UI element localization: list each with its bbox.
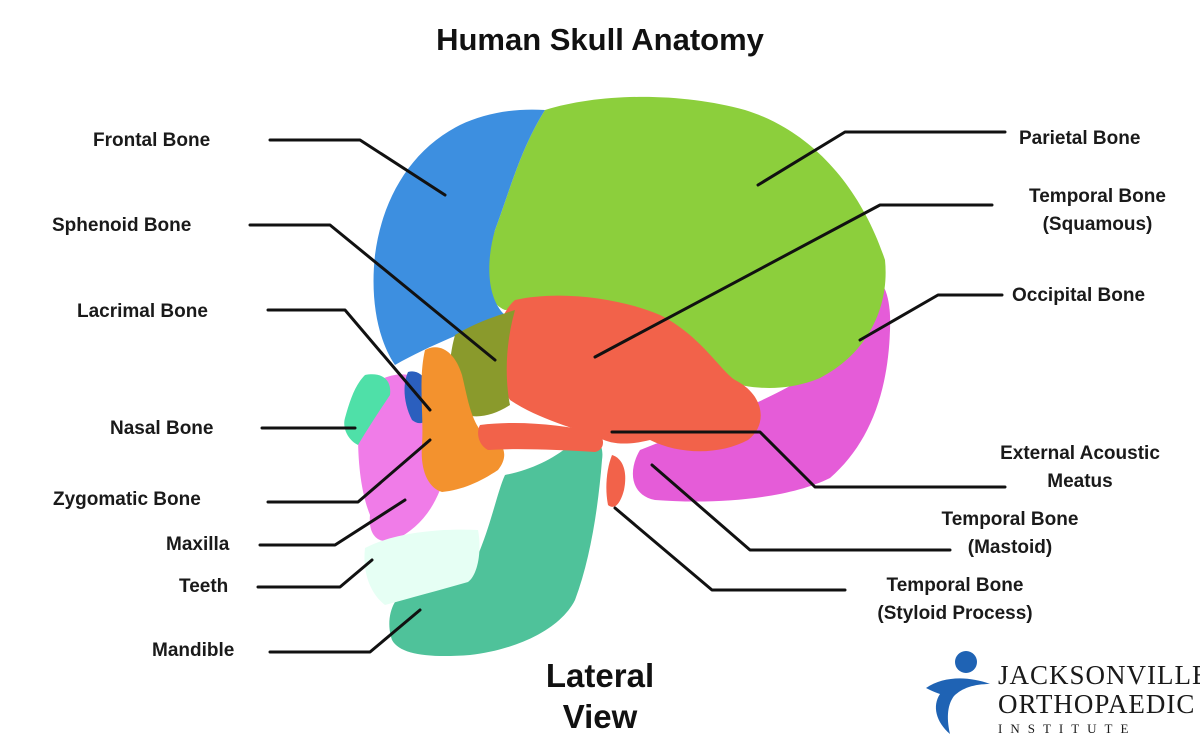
label-temporal-squamous-line2: (Squamous) [995,215,1200,234]
logo-line1: JACKSONVILLE [998,662,1200,689]
label-temporal-mastoid: Temporal Bone (Mastoid) [905,510,1115,557]
view-label: Lateral View [500,655,700,738]
label-external-acoustic-meatus: External Acoustic Meatus [960,444,1200,491]
label-temporal-squamous: Temporal Bone (Squamous) [995,187,1200,234]
logo-line2: ORTHOPAEDIC [998,691,1195,718]
skull-bones [344,97,890,656]
jacksonville-orthopaedic-logo: JACKSONVILLE ORTHOPAEDIC INSTITUTE [922,648,1192,738]
label-mandible: Mandible [152,641,234,660]
label-styloid-line2: (Styloid Process) [840,604,1070,623]
label-mastoid-line1: Temporal Bone [942,509,1079,530]
label-temporal-squamous-line1: Temporal Bone [1029,186,1166,207]
label-sphenoid-bone: Sphenoid Bone [52,216,191,235]
label-frontal-bone: Frontal Bone [93,131,210,150]
view-label-line1: Lateral [500,655,700,696]
label-occipital-bone: Occipital Bone [1012,286,1145,305]
label-maxilla: Maxilla [166,535,229,554]
logo-figure-icon [922,648,996,738]
label-lacrimal-bone: Lacrimal Bone [77,302,208,321]
label-teeth: Teeth [179,577,228,596]
label-parietal-bone: Parietal Bone [1019,129,1140,148]
label-acoustic-line1: External Acoustic [1000,443,1160,464]
label-acoustic-line2: Meatus [960,472,1200,491]
label-mastoid-line2: (Mastoid) [905,538,1115,557]
leader-teeth [258,560,372,587]
label-nasal-bone: Nasal Bone [110,419,213,438]
styloid-process-shape [606,455,625,507]
label-zygomatic-bone: Zygomatic Bone [53,490,201,509]
logo-line3: INSTITUTE [998,722,1136,735]
label-temporal-styloid: Temporal Bone (Styloid Process) [840,576,1070,623]
label-styloid-line1: Temporal Bone [887,575,1024,596]
view-label-line2: View [500,696,700,737]
